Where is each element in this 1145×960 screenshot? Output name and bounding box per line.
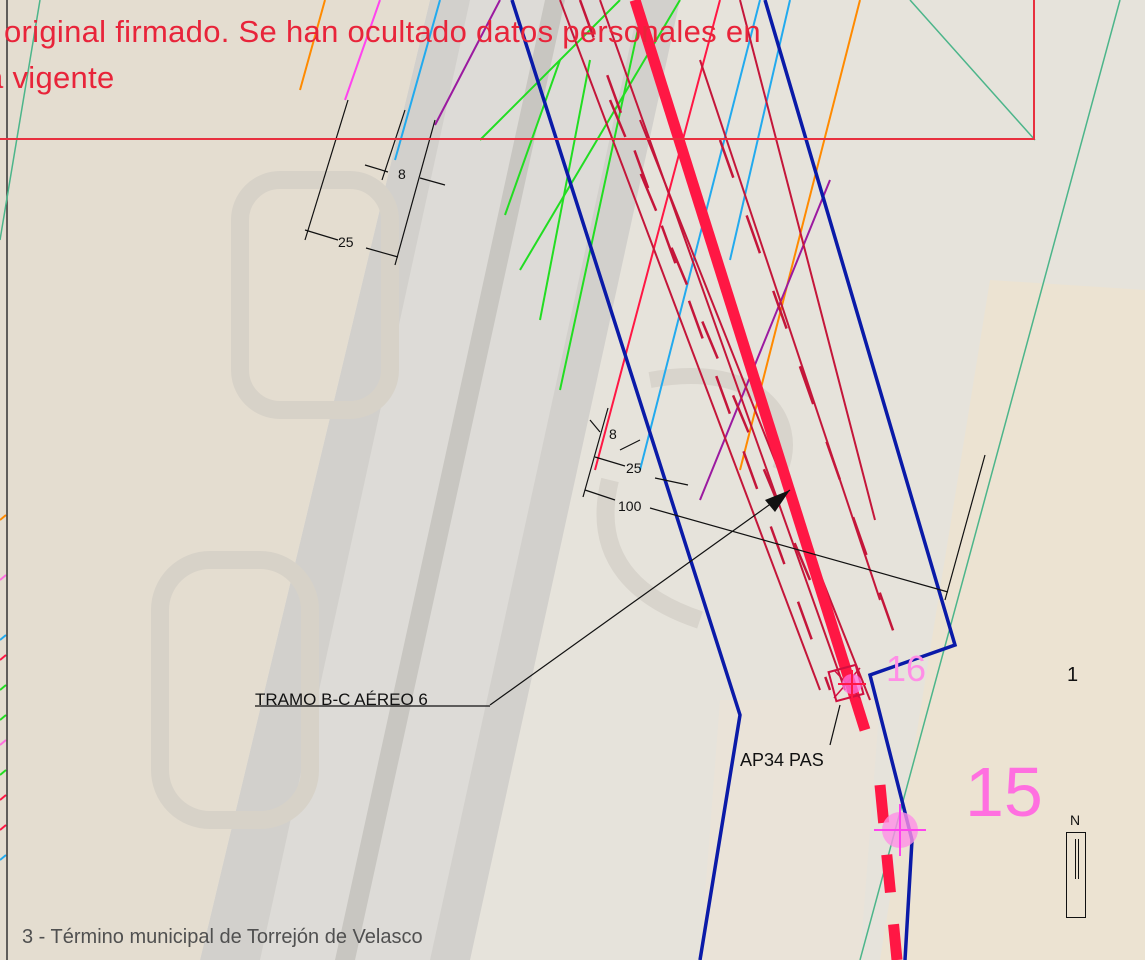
parcel-1-label: 1 (1067, 664, 1079, 686)
north-arrow-icon (1066, 832, 1086, 918)
field-patch-2 (151, 551, 319, 829)
redaction-banner: original firmado. Se han ocultado datos … (0, 0, 1035, 140)
arrowhead-tramo (765, 490, 790, 512)
banner-line-1: original firmado. Se han ocultado datos … (4, 14, 761, 49)
dimension-label-25-lower: 25 (626, 460, 642, 476)
dimension-label-8-lower: 8 (609, 426, 617, 442)
field-right (880, 280, 1145, 960)
field-left (0, 0, 430, 960)
banner-line-2: a vigente (0, 60, 115, 95)
tramo-label: TRAMO B-C AÉREO 6 (255, 690, 428, 709)
left-edge-ticks (0, 0, 8, 960)
dimension-label-8-upper: 8 (398, 166, 406, 182)
parcel-15-marker (874, 804, 926, 856)
main-power-line (629, 0, 871, 732)
parcel-16-label: 16 (886, 648, 927, 689)
dimension-lower (255, 407, 986, 746)
field-patch-1 (231, 171, 399, 419)
median-strip (335, 0, 565, 960)
dimension-label-25-upper: 25 (338, 234, 354, 250)
field-mid (700, 700, 880, 960)
conductor-lines-upper (299, 0, 861, 501)
safety-zone-lines (559, 0, 881, 701)
municipality-footer: 3 - Término municipal de Torrejón de Vel… (22, 926, 423, 948)
north-label: N (1070, 812, 1081, 828)
support-ap34-symbol (827, 663, 866, 703)
safety-zone-dashes (578, 0, 902, 701)
expropriation-boundary-left (510, 0, 742, 960)
expropriation-boundary-right (763, 0, 958, 960)
access-road (596, 477, 703, 629)
dimension-label-100: 100 (618, 498, 642, 514)
parcel-15-label: 15 (965, 753, 1043, 831)
main-power-line-dashed (874, 784, 903, 960)
support-label: AP34 PAS (740, 750, 824, 770)
dimension-upper (304, 99, 446, 266)
